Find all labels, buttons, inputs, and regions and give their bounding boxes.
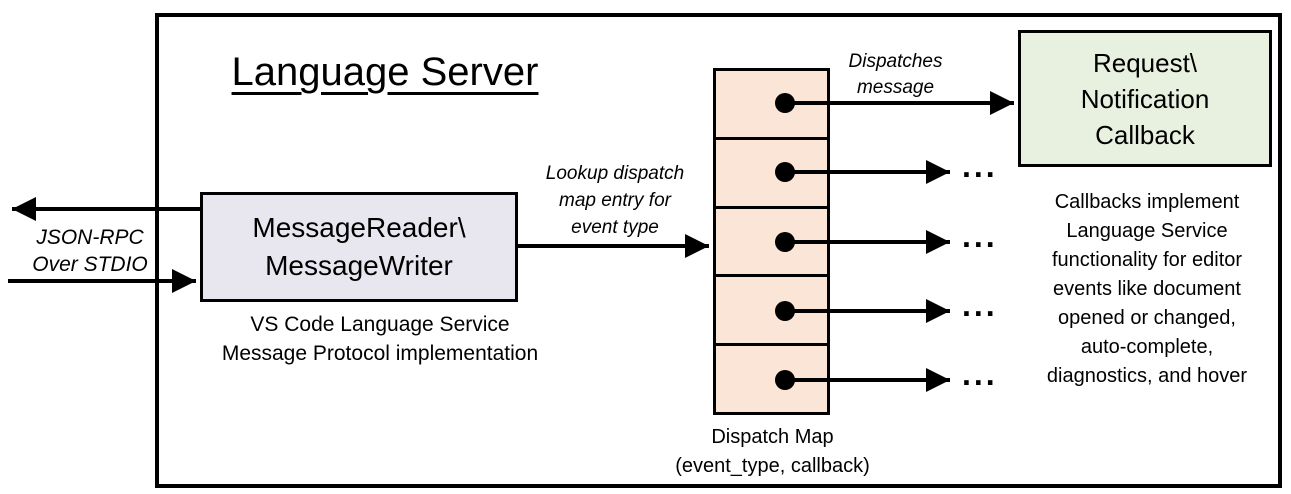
lookup-dispatch-label: Lookup dispatch map entry for event type — [545, 163, 685, 238]
callbacks-note: Callbacks implement Language Service fun… — [1046, 191, 1248, 387]
dispatch-map-cell — [716, 205, 827, 275]
diagram-title: Language Server — [231, 50, 539, 94]
dispatch-map-cell — [716, 136, 827, 206]
message-reader-writer-label: MessageReader\ MessageWriter — [252, 212, 466, 281]
dispatch-map-cell — [716, 343, 827, 412]
dispatch-map-cell — [716, 71, 827, 137]
dispatches-message-label: Dispatches message — [848, 51, 943, 98]
json-rpc-stdio-label: JSON-RPC Over STDIO — [32, 226, 148, 276]
ellipsis-2: ... — [962, 218, 998, 254]
dispatch-map-caption: Dispatch Map (event_type, callback) — [675, 426, 870, 477]
dispatch-map — [713, 68, 830, 415]
request-notification-callback-box: Request\ Notification Callback — [1018, 30, 1272, 167]
ellipsis-1: ... — [962, 148, 998, 184]
reader-caption: VS Code Language Service Message Protoco… — [221, 313, 539, 365]
dispatch-map-cell — [716, 274, 827, 344]
message-reader-writer-box: MessageReader\ MessageWriter — [200, 192, 518, 302]
ellipsis-3: ... — [962, 287, 998, 323]
ellipsis-4: ... — [962, 356, 998, 392]
request-notification-callback-label: Request\ Notification Callback — [1080, 47, 1210, 150]
